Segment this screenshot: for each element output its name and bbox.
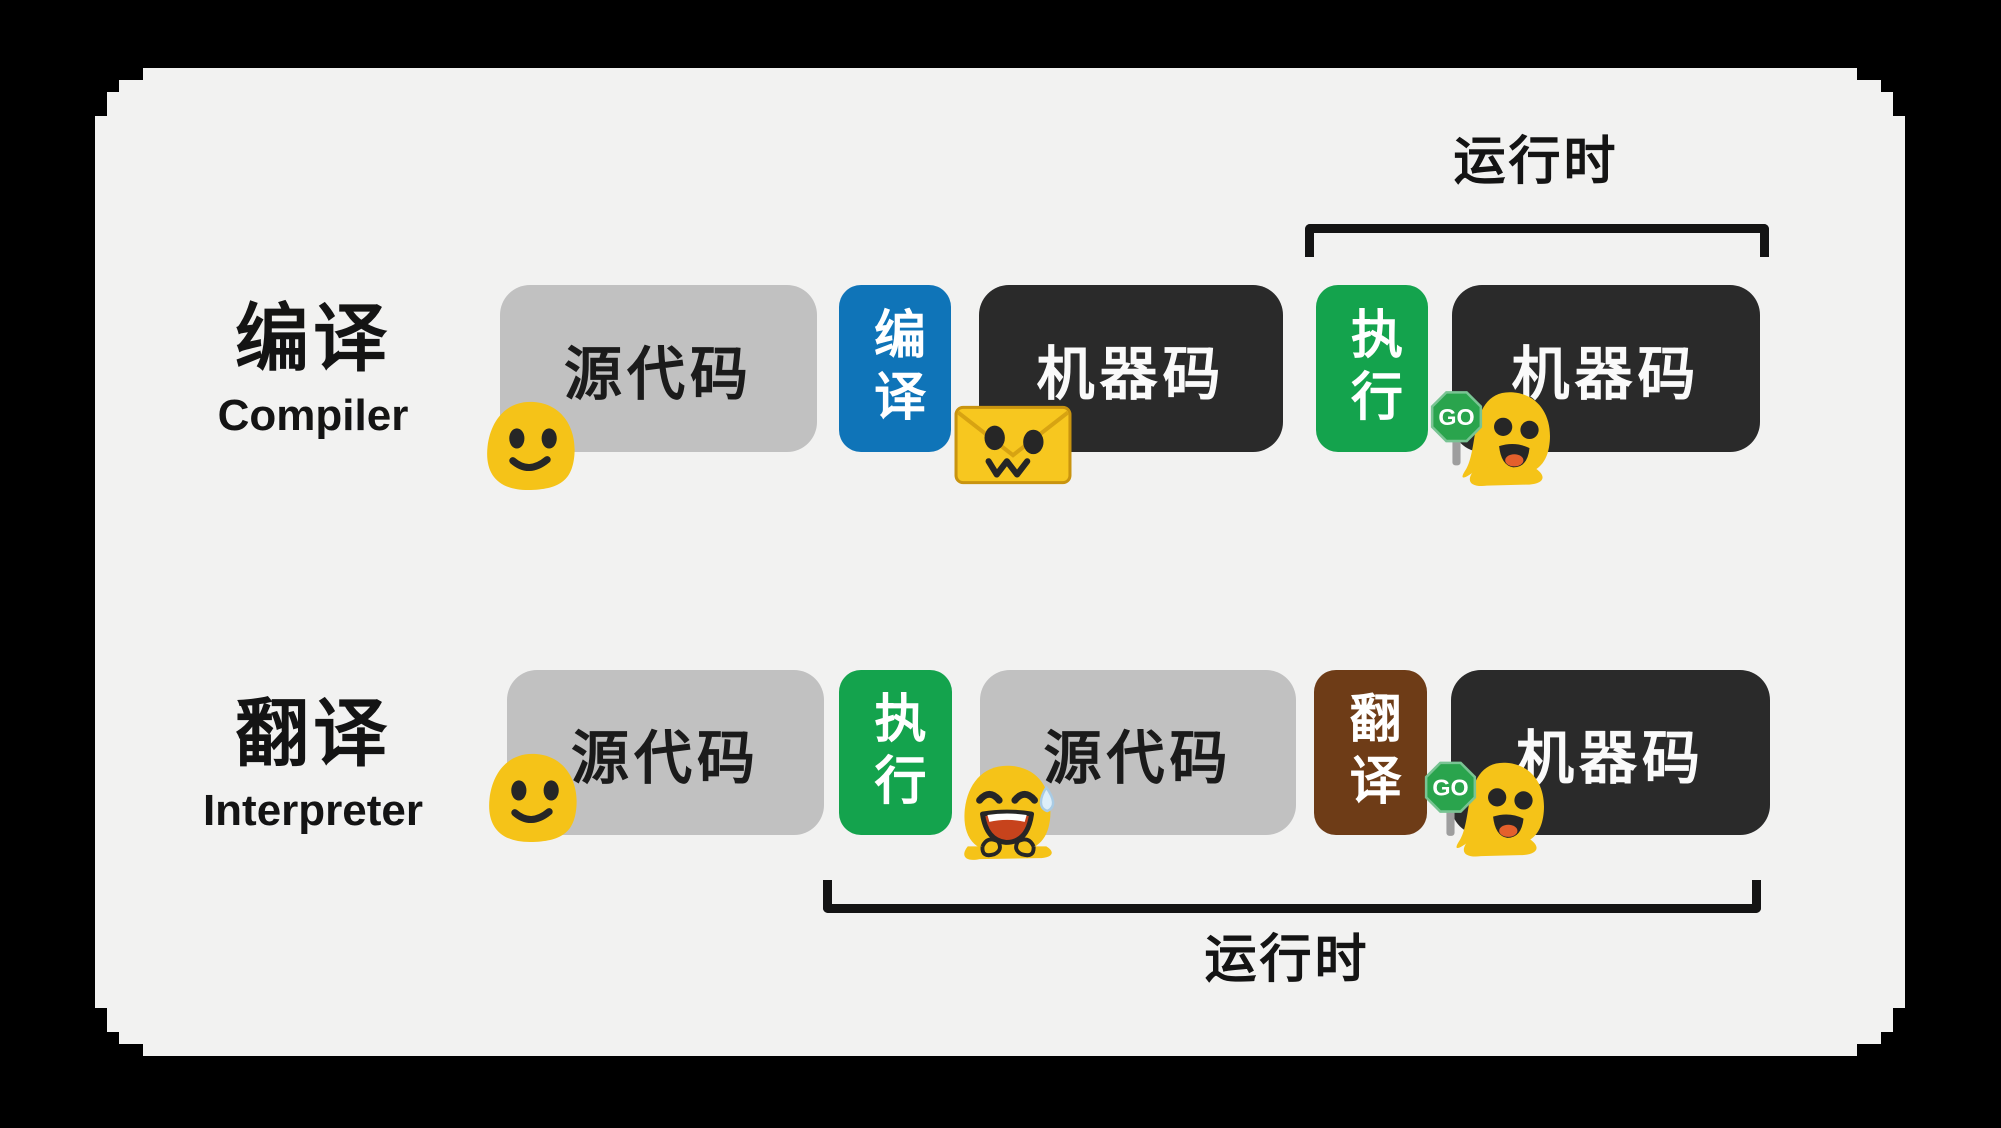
laughing-blob-with-sweat-emoji bbox=[964, 765, 1055, 860]
compiler-compile-box: 编译 bbox=[839, 285, 951, 452]
compiler-execute-box: 执行 bbox=[1316, 285, 1428, 452]
interpreter-source-code-box-1: 源代码 bbox=[507, 670, 824, 835]
compiler-compile-label: 编译 bbox=[865, 306, 924, 431]
interpreter-runtime-label: 运行时 bbox=[1204, 931, 1370, 989]
cheering-blob-with-go-sign-emoji: GO bbox=[1424, 761, 1544, 857]
interpreter-source-code-label-1: 源代码 bbox=[570, 725, 760, 791]
compiler-source-code-label: 源代码 bbox=[563, 341, 753, 407]
interpreter-row-title-zh: 翻译 bbox=[235, 692, 391, 775]
interpreter-runtime-bracket bbox=[823, 880, 1761, 913]
envelope-face-emoji bbox=[954, 405, 1072, 485]
go-sign-label: GO bbox=[1432, 774, 1468, 800]
interpreter-row-title-en: Interpreter bbox=[202, 786, 424, 835]
compiler-execute-label: 执行 bbox=[1342, 306, 1401, 431]
smiling-blob-emoji bbox=[487, 401, 575, 491]
compiler-runtime-bracket bbox=[1305, 224, 1769, 257]
go-sign-label: GO bbox=[1438, 404, 1474, 430]
go-sign-icon: GO bbox=[1430, 391, 1483, 466]
interpreter-machine-code-label: 机器码 bbox=[1515, 725, 1705, 791]
interpreter-translate-box: 翻译 bbox=[1314, 670, 1427, 835]
compiler-row-title-zh: 编译 bbox=[235, 297, 391, 380]
compiler-row-title-en: Compiler bbox=[217, 391, 409, 440]
cheering-blob-with-go-sign-emoji: GO bbox=[1430, 391, 1550, 486]
interpreter-source-code-label-2: 源代码 bbox=[1043, 725, 1233, 791]
go-sign-icon: GO bbox=[1424, 761, 1477, 836]
interpreter-translate-label: 翻译 bbox=[1341, 690, 1399, 815]
compiler-machine-code-label-1: 机器码 bbox=[1036, 341, 1226, 407]
interpreter-execute-box: 执行 bbox=[839, 670, 952, 835]
smiling-blob-emoji bbox=[489, 753, 577, 843]
interpreter-execute-label: 执行 bbox=[866, 690, 924, 815]
blob-body bbox=[1456, 762, 1544, 857]
blob-body bbox=[1462, 392, 1550, 486]
compiler-runtime-label: 运行时 bbox=[1453, 133, 1619, 191]
compiler-machine-code-label-2: 机器码 bbox=[1511, 341, 1701, 407]
